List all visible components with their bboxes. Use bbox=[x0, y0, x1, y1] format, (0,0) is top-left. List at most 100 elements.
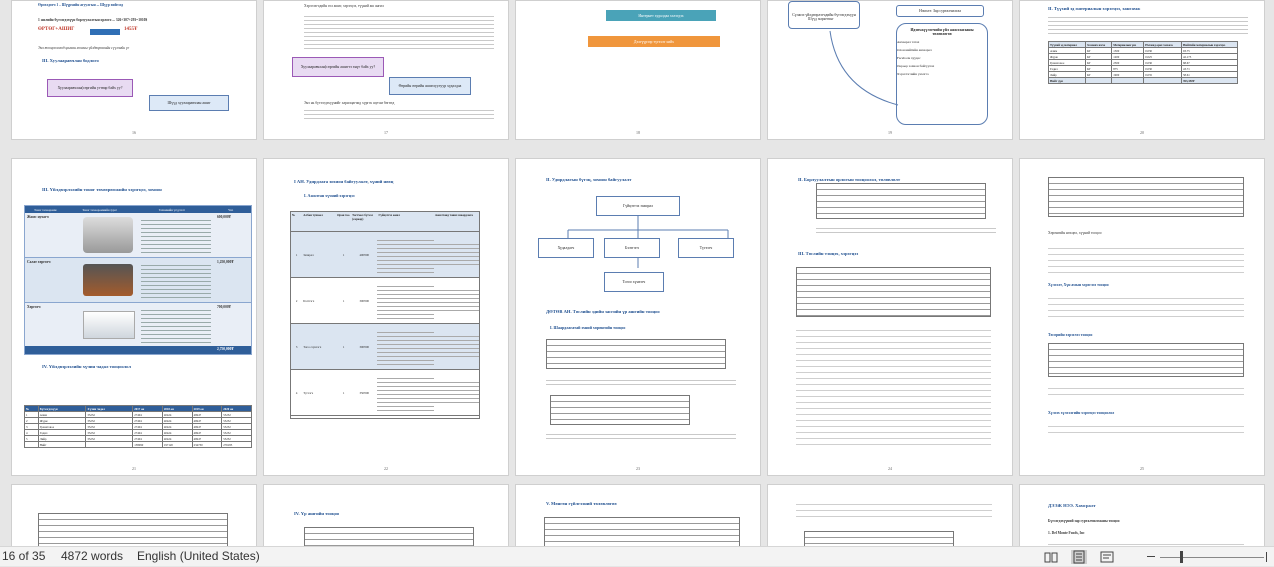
page-number: 20 bbox=[1140, 130, 1144, 135]
table-cell: 276185 bbox=[221, 441, 252, 448]
table-cell: 300'000 bbox=[359, 298, 370, 303]
page-thumbnail[interactable]: Интернет худалдаа хэлэгдэх Дэлгүүрээр тү… bbox=[515, 0, 761, 140]
page-thumbnail[interactable]: 29 bbox=[767, 484, 1013, 546]
section-heading: Хүлээх хүлээлгийн хэрэгцээ тооцоолол bbox=[1048, 411, 1115, 415]
table-header: Орон тоо bbox=[337, 213, 350, 217]
page-thumbnail[interactable]: Хэрэглэгчдийн гол ашиг, хэрэгцээ, түүний… bbox=[263, 0, 509, 140]
page-thumbnail[interactable]: I АН. Удирдлага зохион байгуулалт, хүний… bbox=[263, 158, 509, 476]
table-cell: Жимс нухагч bbox=[27, 215, 49, 219]
print-layout-icon[interactable] bbox=[1071, 550, 1087, 564]
text-lines bbox=[546, 377, 736, 385]
section-heading: Төсөрийн хэрэглээ тооцоо bbox=[1048, 333, 1093, 337]
table-cell: Салат хөргөгч bbox=[27, 260, 51, 264]
table-cell: 3 bbox=[295, 344, 298, 349]
diagram-box: Интернет худалдаа хэлэгдэх bbox=[606, 10, 716, 21]
text-lines bbox=[546, 431, 736, 439]
data-table bbox=[304, 527, 474, 546]
balance-table bbox=[796, 267, 991, 317]
text-lines bbox=[1048, 243, 1244, 273]
org-connectors bbox=[567, 216, 729, 268]
diagram-box: Хуулааравчлан(сөргийн ашигтэ өнүг байх у… bbox=[292, 57, 384, 77]
language-indicator[interactable]: English (United States) bbox=[137, 549, 260, 563]
page-text: Хөрөнгийн нөхцөл, хүүний тооцоо bbox=[1048, 231, 1102, 235]
zoom-out-icon[interactable] bbox=[1147, 556, 1155, 557]
page-thumbnail[interactable]: II. Борлуулалтын орлогын тооцоолол, төлө… bbox=[767, 158, 1013, 476]
page-text: Бүтээгдэхүүний зар сурталчилгааны тооцоо bbox=[1048, 519, 1120, 523]
page-thumbnail[interactable]: 26 bbox=[11, 484, 257, 546]
section-heading: III. Үйлдвэрлэлийн тоног төхөөрөмжийн хэ… bbox=[42, 187, 162, 192]
zoom-in-icon[interactable] bbox=[1266, 552, 1267, 562]
word-count[interactable]: 4872 words bbox=[61, 549, 124, 563]
section-heading: ДӨТӨВ АН. Төслийн эдийн засгийн үр ашгий… bbox=[546, 309, 660, 314]
text-lines bbox=[1048, 383, 1244, 397]
page-thumbnail[interactable]: IV. Үр ашгийн тооцоо 27 bbox=[263, 484, 509, 546]
section-heading: ДЭЭЖ НЭЭ. Хамсралт bbox=[1048, 503, 1096, 508]
read-mode-icon[interactable] bbox=[1043, 550, 1059, 564]
page-thumbnail[interactable]: III. Үйлдвэрлэлийн тоног төхөөрөмжийн хэ… bbox=[11, 158, 257, 476]
table-total: 2,750,000₮ bbox=[217, 347, 234, 351]
table-cell: 1 bbox=[342, 344, 345, 349]
table-cell: 1,250,000₮ bbox=[217, 260, 234, 264]
requirement-lines bbox=[433, 241, 479, 268]
page-text: Өрсөлдөгч 1 – Шүүрхийн агуулгын ... Шүүр… bbox=[38, 3, 123, 7]
zoom-slider-thumb[interactable] bbox=[1180, 551, 1183, 563]
diagram-box: Хуулааравчлан(сөргийн угтвар байх уу? bbox=[47, 79, 133, 97]
org-node: Бэлтгэгч bbox=[604, 238, 660, 258]
page-text: Хэрэглэгчдийн гол ашиг, хэрэгцээ, түүний… bbox=[304, 4, 384, 8]
table-cell: Нийт дүн bbox=[1047, 77, 1087, 84]
page-number: 24 bbox=[888, 466, 892, 471]
section-heading: Хүлээлт, Хүн амын хэрэглээ тооцоо bbox=[1048, 283, 1109, 287]
table-cell: 1 bbox=[295, 252, 298, 257]
diagram-box: Идэвхжүүлэгчийн үйл ажиллагааны төлөвлөг… bbox=[896, 23, 988, 125]
table-header: Тогтмол бүтээл (сараар) bbox=[352, 213, 373, 221]
page-thumbnail[interactable]: II. Удирдлагын бүтэц, зохион байгуулалт … bbox=[515, 158, 761, 476]
page-thumbnail[interactable]: II. Түүхий эд материалын хэрэгцээ, ханга… bbox=[1019, 0, 1265, 140]
page-count[interactable]: 16 of 35 bbox=[2, 549, 46, 563]
page-text: 1. Del Monte Foods, Inc bbox=[1048, 531, 1085, 535]
text-lines bbox=[796, 499, 992, 519]
page-thumbnail[interactable]: Өрсөлдөгч 1 – Шүүрхийн агуулгын ... Шүүр… bbox=[11, 0, 257, 140]
zoom-slider[interactable] bbox=[1160, 557, 1264, 558]
table-row: Нийт дүн 393,350₮ bbox=[1047, 77, 1238, 84]
page-text: Энэ тооцоолоход цагаан хоолны үйлдвэрлэл… bbox=[38, 46, 130, 50]
page-thumbnail[interactable]: Хөрөнгийн нөхцөл, хүүний тооцоо Хүлээлт,… bbox=[1019, 158, 1265, 476]
page-text: Шүүд маркетинг bbox=[808, 17, 834, 21]
diagram-box: Сүлжээ үйлдвэрлэгчдийн бүтээгдэхүүн bbox=[788, 1, 860, 29]
page-text: Энэ нь бүтээгдэхүүнийг харилцагчид хүргэ… bbox=[304, 101, 395, 105]
status-bar: 16 of 35 4872 words English (United Stat… bbox=[0, 546, 1274, 566]
table-header: Үнэ bbox=[228, 207, 234, 212]
table-cell: 234730 bbox=[191, 441, 223, 448]
list-item: Өөрөөр зохион байгуулах bbox=[897, 64, 935, 68]
box-title: Идэвхжүүлэгчийн үйл ажиллагааны төлөвлөг… bbox=[910, 28, 974, 36]
requirement-lines bbox=[433, 333, 479, 360]
web-layout-icon[interactable] bbox=[1099, 550, 1115, 564]
table-cell: Нийт bbox=[37, 441, 87, 448]
page-number: 19 bbox=[888, 130, 892, 135]
page-number: 23 bbox=[636, 466, 640, 471]
page-number: 25 bbox=[1140, 466, 1144, 471]
page-number: 21 bbox=[132, 466, 136, 471]
table-cell: 350'000 bbox=[359, 390, 370, 395]
document-canvas[interactable]: Өрсөлдөгч 1 – Шүүрхийн агуулгын ... Шүүр… bbox=[0, 0, 1274, 546]
table-cell bbox=[85, 441, 134, 448]
diagram-box: Дэлгүүрээр түгээлт хийх bbox=[588, 36, 720, 47]
equipment-image bbox=[83, 217, 133, 253]
table-cell: 1 bbox=[342, 390, 345, 395]
table-cell: 393,350₮ bbox=[1181, 77, 1238, 84]
sales-table bbox=[816, 183, 986, 219]
section-heading: IV. Үр ашгийн тооцоо bbox=[294, 511, 340, 516]
cost-table bbox=[550, 395, 690, 425]
cost-table bbox=[546, 339, 726, 369]
page-thumbnail[interactable]: ДЭЭЖ НЭЭ. Хамсралт Бүтээгдэхүүний зар су… bbox=[1019, 484, 1265, 546]
staff-table: № Албан тушаал Орон тоо Тогтмол бүтээл (… bbox=[290, 211, 480, 419]
section-heading: III. Хуулааравчлан бодлого bbox=[42, 58, 99, 63]
table-cell: 4 bbox=[295, 390, 298, 395]
page-number: 22 bbox=[384, 466, 388, 471]
page-thumbnail[interactable]: Сүлжээ үйлдвэрлэгчдийн бүтээгдэхүүн Шүүд… bbox=[767, 0, 1013, 140]
text-lines bbox=[1048, 539, 1244, 546]
page-thumbnail[interactable]: V. Мөнгөн гүйлгээний төлөвлөгөө 28 bbox=[515, 484, 761, 546]
section-heading: IV. Үйлдвэрлэлийн хүчин чадал тооцоолол bbox=[42, 364, 131, 369]
section-heading: II. Удирдлагын бүтэц, зохион байгуулалт bbox=[546, 177, 632, 182]
